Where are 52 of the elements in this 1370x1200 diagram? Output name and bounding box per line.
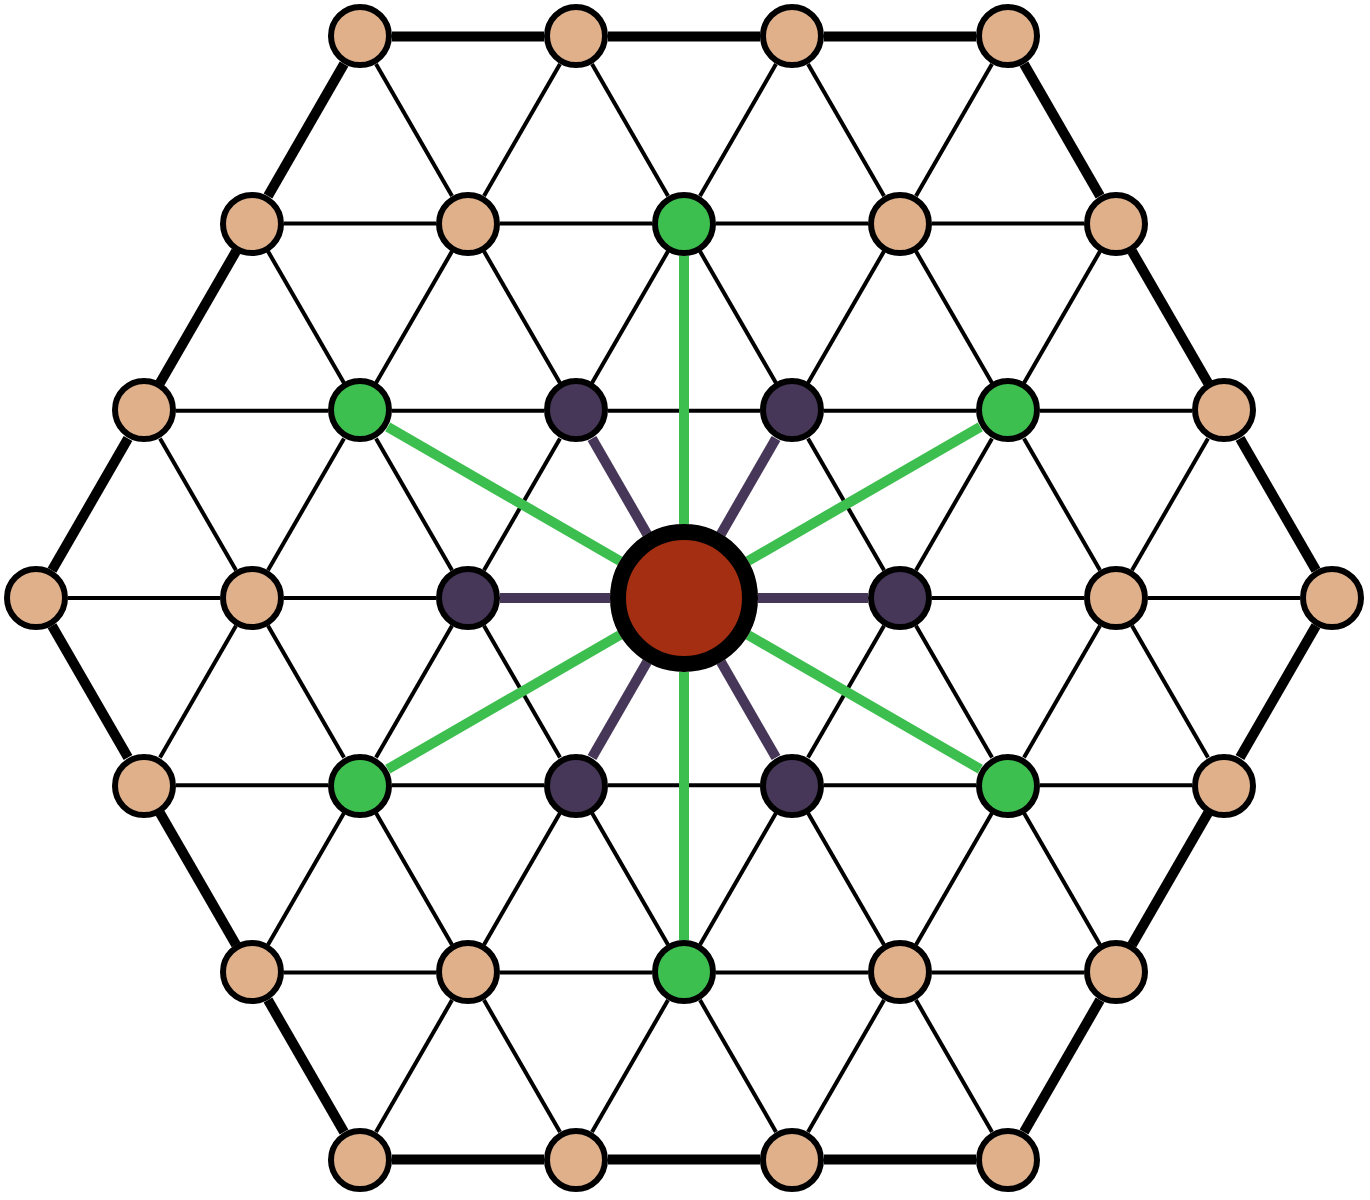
lattice-edge (914, 437, 994, 572)
highlight-edge (500, 593, 610, 603)
lattice-edge (1040, 783, 1192, 788)
highlight-edge (758, 593, 868, 603)
lattice-edge (824, 783, 976, 788)
lattice-edge (932, 970, 1084, 975)
lattice-edge (284, 221, 436, 226)
lattice-edge (914, 63, 994, 197)
highlight-edge (679, 672, 689, 941)
lattice-edge (482, 999, 562, 1133)
lattice-edge (392, 1154, 544, 1165)
lattice-edge (608, 1154, 760, 1165)
lattice-edge (158, 437, 238, 572)
lattice-edge (608, 31, 760, 42)
lattice-edge (392, 31, 544, 42)
lattice-edge (1148, 596, 1300, 600)
lattice-edge (392, 783, 544, 788)
highlight-edge (679, 255, 689, 524)
lattice-edge (284, 970, 436, 975)
lattice-edge (824, 31, 976, 42)
lattice-edge (806, 437, 886, 572)
lattice-edge (824, 408, 976, 413)
lattice-edge (590, 999, 670, 1133)
lattice-edge (266, 437, 346, 572)
lattice-edge (806, 999, 886, 1133)
lattice-edge (716, 221, 868, 226)
lattice-edge (608, 408, 760, 413)
lattice-edge (608, 783, 760, 788)
lattice-edge (482, 437, 562, 572)
lattice-edge (374, 999, 454, 1133)
lattice-edge (1130, 437, 1210, 572)
lattice-edge (1040, 408, 1192, 413)
lattice-edge (284, 596, 436, 600)
lattice-edge (68, 596, 220, 600)
lattice-edge (698, 999, 778, 1133)
lattice-edge (932, 221, 1084, 226)
lattice-edge (176, 783, 328, 788)
lattice-edge (374, 63, 454, 197)
lattice-edge (374, 437, 454, 572)
lattice-edge (716, 970, 868, 975)
lattice-edge (914, 999, 994, 1133)
lattice-edge (500, 221, 652, 226)
lattice-edge (176, 408, 328, 413)
lattice-edge (590, 63, 670, 197)
lattice-edge (806, 63, 886, 197)
lattice-edge (824, 1154, 976, 1165)
lattice-edge (482, 63, 562, 197)
lattice-edge (932, 596, 1084, 600)
lattice-edge (392, 408, 544, 413)
lattice-edge (698, 63, 778, 197)
lattice-edge (500, 970, 652, 975)
lattice-edge (1022, 437, 1102, 572)
